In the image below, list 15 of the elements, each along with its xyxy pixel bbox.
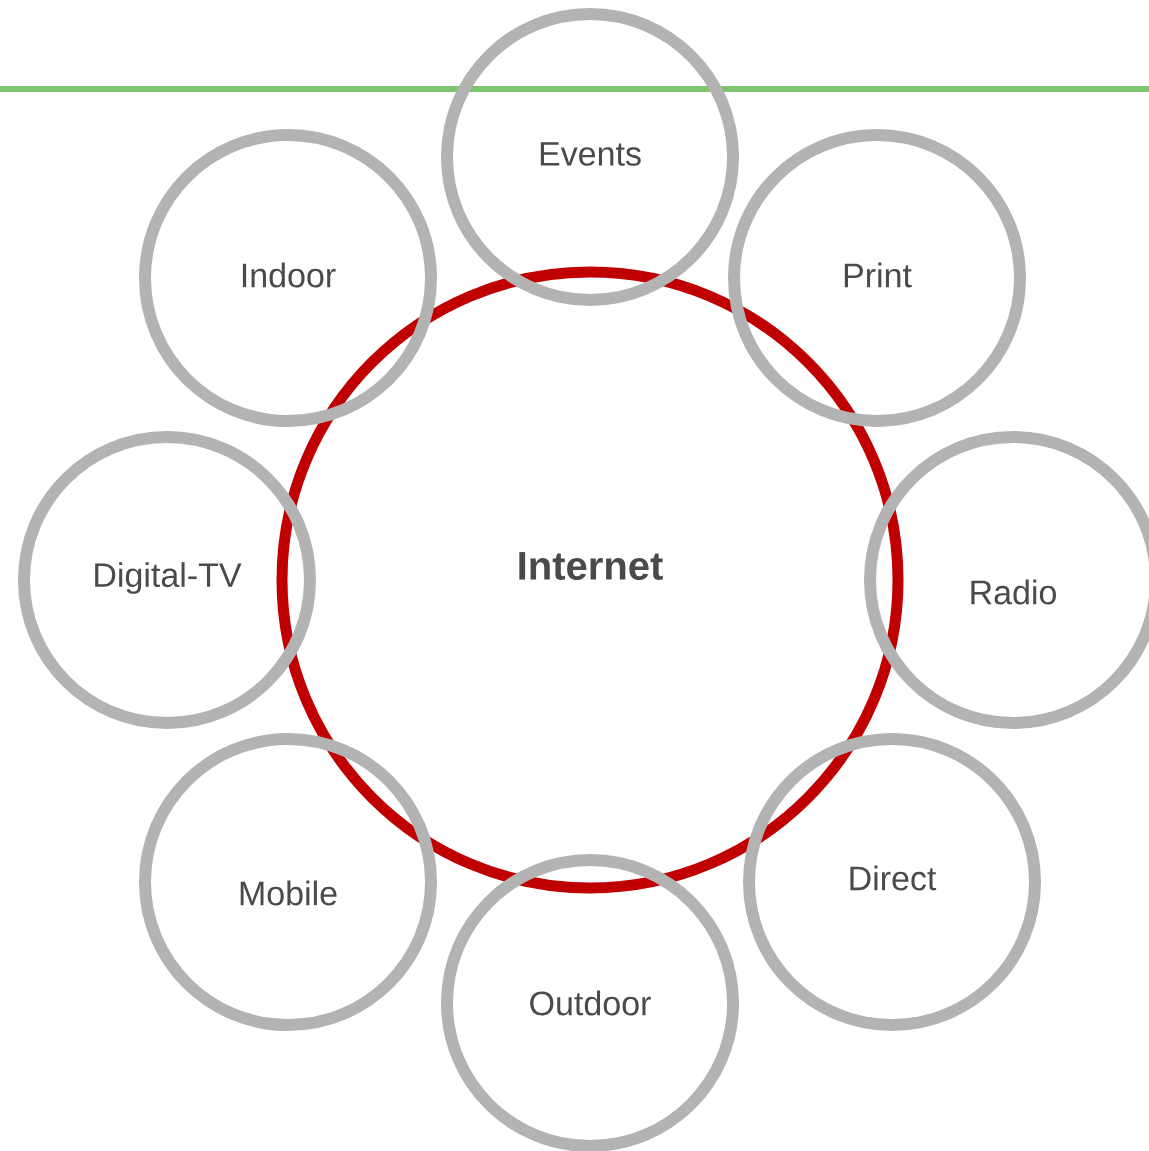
circle-node [728, 129, 1026, 427]
node-label: Events [540, 142, 641, 166]
circle-node [18, 431, 316, 729]
circle-node [743, 733, 1041, 1031]
circle-node [139, 733, 437, 1031]
node-label: Print [844, 262, 912, 288]
node-label: Digital-TV [95, 562, 242, 594]
node-label: Mobile [240, 880, 337, 906]
circle-node [139, 129, 437, 427]
node-label: Outdoor [530, 990, 651, 1016]
node-label: Radio [971, 579, 1056, 605]
circle-node [441, 8, 739, 306]
node-label: Direct [850, 865, 937, 891]
node-label: Internet [519, 552, 663, 580]
node-label: Indoor [242, 262, 336, 288]
